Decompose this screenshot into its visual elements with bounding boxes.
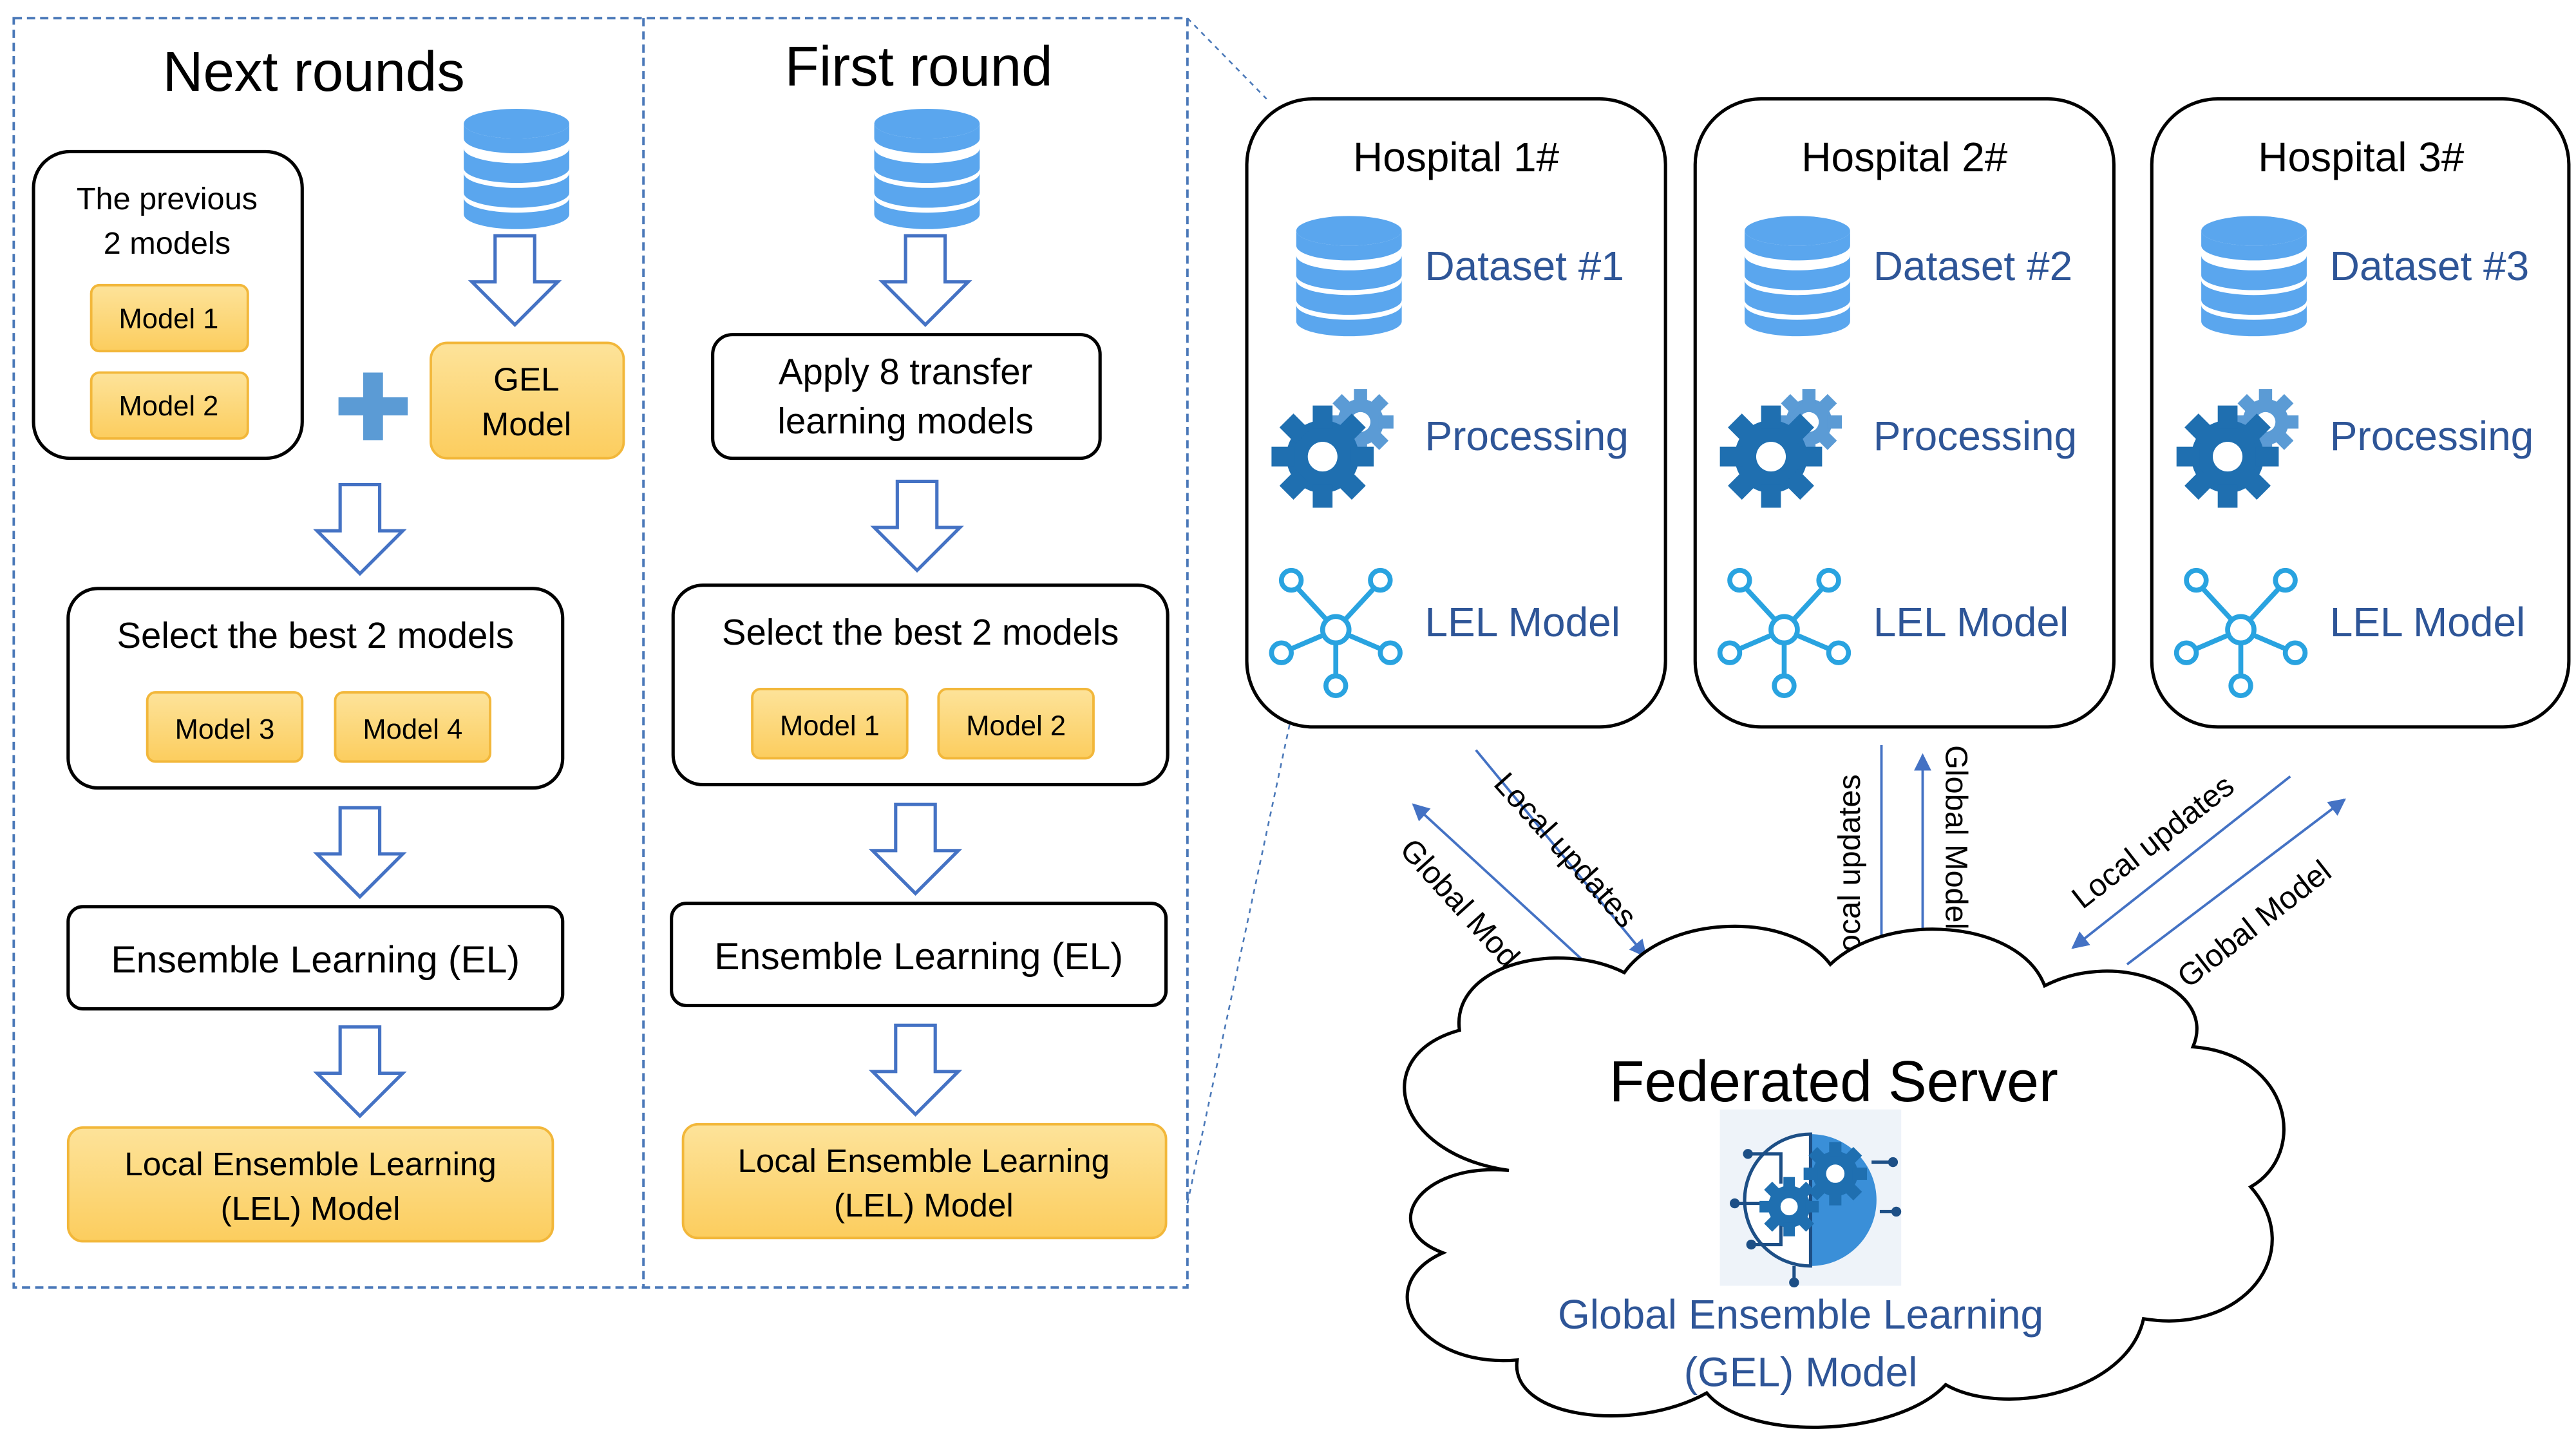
lel-model-label: LEL Model	[2330, 599, 2526, 645]
lel-model-label-line1: Local Ensemble Learning	[737, 1142, 1110, 1179]
next-rounds-column: Next rounds The previous 2 models Model …	[32, 41, 625, 1243]
lel-model-box	[681, 1122, 1168, 1240]
model-chip-label: Model 1	[119, 303, 219, 334]
database-icon	[874, 108, 980, 229]
model-chip	[937, 688, 1095, 760]
model-chip	[751, 688, 909, 760]
model-chip	[90, 371, 249, 440]
model-chip	[146, 691, 304, 763]
first-round-title: First round	[785, 35, 1053, 98]
ai-gears-icon	[1719, 1109, 1902, 1288]
local-updates-arrow	[1475, 749, 1647, 958]
hospital-title: Hospital 3#	[2258, 134, 2465, 180]
previous-models-label-line2: 2 models	[104, 226, 231, 261]
hospital-title: Hospital 1#	[1353, 134, 1560, 180]
dataset-label: Dataset #2	[1873, 243, 2072, 289]
rounds-panel-border	[12, 17, 1189, 1289]
hospital-3-card: Hospital 3# Dataset #3 Processing LEL Mo…	[2150, 97, 2571, 729]
lel-model-box	[66, 1126, 554, 1243]
down-arrow-icon	[317, 1027, 402, 1116]
gel-model-label-line2: (GEL) Model	[1684, 1349, 1918, 1396]
ensemble-learning-label: Ensemble Learning (EL)	[111, 939, 520, 981]
ensemble-learning-label: Ensemble Learning (EL)	[714, 936, 1123, 978]
lel-model-label-line1: Local Ensemble Learning	[124, 1146, 497, 1182]
model-chip-label: Model 4	[363, 714, 462, 745]
gel-model-box	[430, 341, 625, 460]
down-arrow-icon	[873, 804, 958, 893]
lel-model-label: LEL Model	[1873, 599, 2069, 645]
down-arrow-icon	[873, 1025, 958, 1114]
transfer-learning-label-line2: learning models	[777, 401, 1033, 441]
next-rounds-title: Next rounds	[163, 41, 465, 103]
previous-models-label-line1: The previous	[77, 182, 258, 216]
transfer-learning-label-line1: Apply 8 transfer	[779, 351, 1032, 392]
gel-model-label-line1: Global Ensemble Learning	[1558, 1291, 2043, 1338]
global-model-arrow	[2126, 798, 2346, 965]
model-chip-label: Model 2	[119, 391, 219, 422]
down-arrow-icon	[875, 481, 960, 570]
select-best-label: Select the best 2 models	[722, 612, 1119, 652]
model-chip-label: Model 3	[175, 714, 275, 745]
zoom-line-bottom	[1186, 708, 1294, 1204]
plus-icon	[338, 372, 408, 440]
first-round-column: First round Apply 8 transfer learning mo…	[670, 35, 1170, 1240]
model-chip-label: Model 1	[780, 711, 880, 742]
federated-server-title: Federated Server	[1609, 1049, 2058, 1113]
processing-label: Processing	[1873, 413, 2078, 459]
local-updates-arrow	[2071, 775, 2291, 949]
down-arrow-icon	[882, 236, 968, 325]
global-model-label: Global Model	[1938, 745, 1973, 930]
down-arrow-icon	[317, 808, 402, 896]
global-model-arrow	[1412, 803, 1597, 974]
processing-label: Processing	[1425, 413, 1629, 459]
hospital-1-card: Hospital 1# Dataset #1 Processing LEL Mo…	[1245, 97, 1667, 729]
global-model-label: Global Model	[2171, 854, 2338, 995]
lel-model-label-line2: (LEL) Model	[834, 1187, 1014, 1224]
database-icon	[464, 108, 569, 229]
federated-server-cloud: Federated Server	[1403, 924, 2286, 1429]
local-updates-label: Local updates	[2065, 768, 2240, 916]
hospital-3-links: Local updates Global Model	[2065, 768, 2346, 995]
local-updates-label: Local updates	[1487, 766, 1643, 934]
zoom-line-top	[1186, 17, 1267, 100]
ensemble-learning-box	[66, 905, 565, 1011]
down-arrow-icon	[317, 485, 402, 574]
model-chip-label: Model 2	[966, 711, 1066, 742]
processing-label: Processing	[2330, 413, 2534, 459]
select-best-label: Select the best 2 models	[117, 615, 515, 656]
lel-model-label-line2: (LEL) Model	[221, 1190, 401, 1227]
dataset-label: Dataset #1	[1425, 243, 1624, 289]
down-arrow-icon	[472, 236, 558, 325]
hospital-2-card: Hospital 2# Dataset #2 Processing LEL Mo…	[1693, 97, 2116, 729]
hospital-2-links: Local updates Global Model	[1832, 745, 1973, 974]
gel-model-label-line2: Model	[482, 406, 571, 442]
hospital-title: Hospital 2#	[1801, 134, 2008, 180]
model-chip	[90, 283, 249, 353]
model-chip	[334, 691, 492, 763]
local-updates-label: Local updates	[1832, 774, 1867, 969]
gel-model-label-line1: GEL	[493, 361, 559, 398]
lel-model-label: LEL Model	[1425, 599, 1620, 645]
ensemble-learning-box	[670, 902, 1168, 1007]
hospital-1-links: Local updates Global Model	[1393, 749, 1647, 992]
dataset-label: Dataset #3	[2330, 243, 2529, 289]
transfer-learning-box	[711, 333, 1102, 460]
